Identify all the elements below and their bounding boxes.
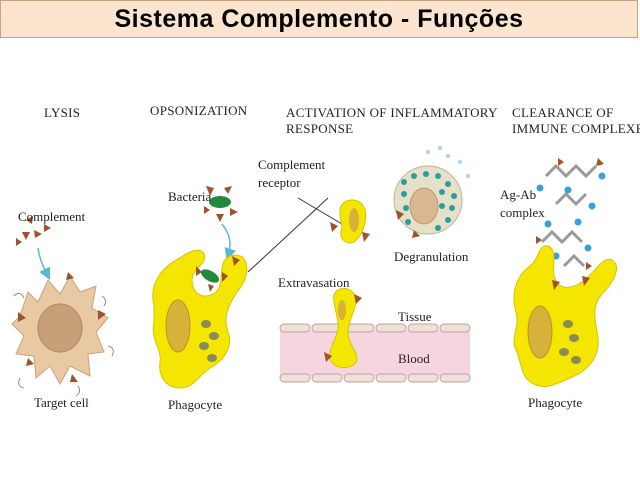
extravasation-label: Extravasation [278, 276, 349, 290]
blood-vessel [280, 324, 470, 382]
phagocyte-label-opsonization: Phagocyte [168, 398, 222, 412]
lysis-arrow [38, 248, 48, 276]
complement-functions-figure: LYSIS Complement Target cell OPSONIZATIO… [8, 96, 632, 416]
complement-receptor-label-line1: Complement [258, 158, 325, 172]
activated-cell [330, 200, 370, 243]
inflammation-heading-line1: ACTIVATION OF INFLAMMATORY [286, 106, 498, 120]
title-bar: Sistema Complemento - Funções [0, 0, 638, 38]
phagocyte-opsonization [153, 250, 247, 388]
figure-artwork [8, 96, 632, 416]
target-cell [12, 272, 113, 396]
inflammation-heading-line2: RESPONSE [286, 122, 353, 136]
agab-complex-label-line2: complex [500, 206, 545, 220]
complement-label: Complement [18, 210, 85, 224]
tissue-label: Tissue [398, 310, 431, 324]
degranulation-label: Degranulation [394, 250, 468, 264]
complement-receptor-label-line2: receptor [258, 176, 301, 190]
bacteria-label: Bacteria [168, 190, 211, 204]
agab-complex-label-line1: Ag-Ab [500, 188, 536, 202]
clearance-heading-line1: CLEARANCE OF [512, 106, 613, 120]
target-cell-label: Target cell [34, 396, 89, 410]
opsonization-heading: OPSONIZATION [150, 104, 248, 118]
slide-title: Sistema Complemento - Funções [114, 5, 523, 34]
phagocyte-label-clearance: Phagocyte [528, 396, 582, 410]
phagocyte-clearance [514, 246, 617, 387]
lysis-heading: LYSIS [44, 106, 80, 120]
clearance-heading-line2: IMMUNE COMPLEXES [512, 122, 640, 136]
mast-cell-degranulating [394, 146, 470, 238]
opsonization-arrow [222, 224, 230, 256]
blood-label: Blood [398, 352, 430, 366]
